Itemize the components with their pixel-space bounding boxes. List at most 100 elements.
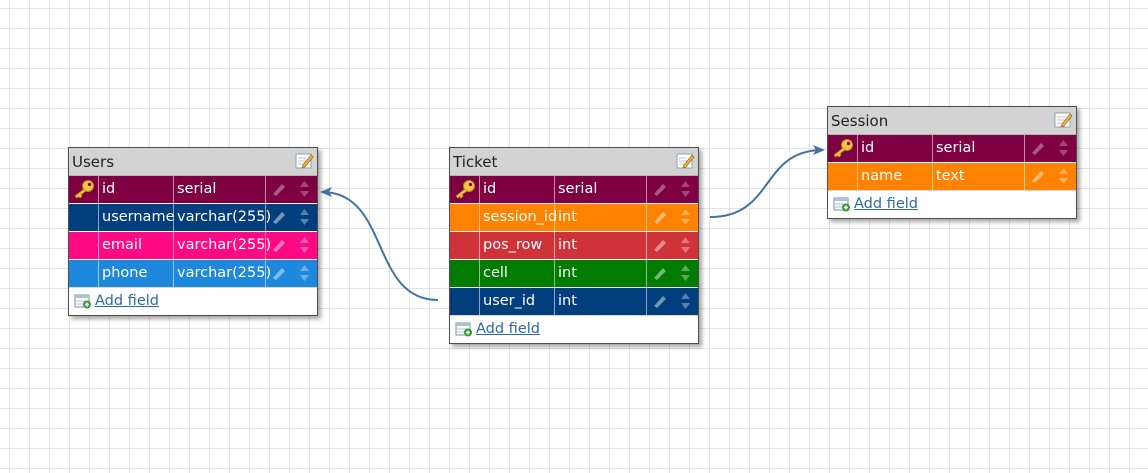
field-type[interactable]: serial — [555, 176, 647, 203]
pencil-icon — [1032, 171, 1044, 183]
pencil-icon — [273, 240, 285, 252]
add-field-link[interactable]: Add field — [95, 293, 159, 309]
relation-ticket-session_id-to-session-id[interactable] — [709, 145, 825, 218]
pencil-icon — [273, 184, 285, 196]
field-row[interactable]: pos_row int — [450, 231, 698, 259]
field-name[interactable]: session_id — [480, 204, 557, 231]
field-type[interactable]: int — [555, 260, 647, 287]
edit-field-button[interactable] — [266, 204, 293, 231]
edit-field-button[interactable] — [266, 176, 293, 203]
move-up-down-icon — [681, 181, 690, 197]
field-type[interactable]: int — [555, 288, 647, 315]
table-footer: Add field — [450, 315, 698, 343]
field-row[interactable]: email varchar(255) — [69, 231, 317, 259]
field-name[interactable]: pos_row — [480, 232, 555, 259]
edit-field-button[interactable] — [266, 260, 293, 287]
edit-field-button[interactable] — [1025, 135, 1052, 162]
pencil-icon — [1032, 143, 1044, 155]
edit-field-button[interactable] — [647, 204, 674, 231]
pencil-icon — [273, 212, 285, 224]
edit-field-button[interactable] — [1025, 163, 1052, 190]
pk-cell — [450, 288, 480, 315]
move-up-down-icon — [300, 265, 309, 281]
field-name[interactable]: id — [480, 176, 555, 203]
pk-cell — [450, 232, 480, 259]
pk-cell — [69, 204, 99, 231]
field-type[interactable]: varchar(255) — [174, 260, 271, 287]
table-ticket[interactable]: Ticket id serial — [449, 147, 699, 344]
field-type[interactable]: serial — [174, 176, 266, 203]
field-type[interactable]: int — [555, 204, 647, 231]
field-type[interactable]: varchar(255) — [174, 204, 271, 231]
pk-cell — [450, 176, 480, 203]
field-type[interactable]: serial — [933, 135, 1025, 162]
table-title: Ticket — [453, 153, 498, 171]
edit-field-button[interactable] — [647, 260, 674, 287]
move-field-control[interactable] — [293, 204, 317, 231]
table-session[interactable]: Session id serial — [827, 106, 1077, 219]
add-field-icon[interactable] — [74, 294, 92, 309]
move-field-control[interactable] — [293, 260, 317, 287]
field-name[interactable]: cell — [480, 260, 555, 287]
edit-table-icon[interactable] — [676, 152, 695, 170]
pk-cell — [69, 260, 99, 287]
relation-ticket-user_id-to-users-id[interactable] — [320, 187, 439, 301]
move-field-control[interactable] — [1052, 163, 1076, 190]
table-users[interactable]: Users id serial — [68, 147, 318, 316]
field-name[interactable]: id — [99, 176, 174, 203]
add-field-icon[interactable] — [833, 197, 851, 212]
move-field-control[interactable] — [674, 204, 698, 231]
add-field-icon[interactable] — [455, 322, 473, 337]
field-row[interactable]: id serial — [450, 176, 698, 203]
field-name[interactable]: id — [858, 135, 933, 162]
edit-table-icon[interactable] — [295, 152, 314, 170]
move-up-down-icon — [681, 265, 690, 281]
add-field-link[interactable]: Add field — [476, 321, 540, 337]
field-name[interactable]: email — [99, 232, 174, 259]
add-field-link[interactable]: Add field — [854, 196, 918, 212]
field-type[interactable]: text — [933, 163, 1025, 190]
pencil-icon — [654, 240, 666, 252]
field-name[interactable]: phone — [99, 260, 174, 287]
pencil-icon — [273, 268, 285, 280]
table-header[interactable]: Ticket — [450, 148, 698, 176]
move-up-down-icon — [300, 237, 309, 253]
move-field-control[interactable] — [1052, 135, 1076, 162]
field-row[interactable]: cell int — [450, 259, 698, 287]
table-footer: Add field — [828, 190, 1076, 218]
move-field-control[interactable] — [293, 176, 317, 203]
move-up-down-icon — [681, 209, 690, 225]
move-field-control[interactable] — [674, 232, 698, 259]
field-row[interactable]: username varchar(255) — [69, 203, 317, 231]
field-row[interactable]: user_id int — [450, 287, 698, 315]
field-row[interactable]: id serial — [828, 135, 1076, 162]
field-name[interactable]: username — [99, 204, 175, 231]
move-field-control[interactable] — [674, 176, 698, 203]
move-field-control[interactable] — [674, 288, 698, 315]
move-field-control[interactable] — [293, 232, 317, 259]
table-header[interactable]: Session — [828, 107, 1076, 135]
pk-cell — [69, 232, 99, 259]
edit-field-button[interactable] — [647, 232, 674, 259]
table-title: Session — [831, 112, 889, 130]
move-up-down-icon — [300, 209, 309, 225]
edit-field-button[interactable] — [647, 288, 674, 315]
pk-cell — [450, 204, 480, 231]
edit-table-icon[interactable] — [1054, 111, 1073, 129]
field-type[interactable]: varchar(255) — [174, 232, 271, 259]
key-icon — [455, 180, 475, 199]
move-field-control[interactable] — [674, 260, 698, 287]
field-row[interactable]: phone varchar(255) — [69, 259, 317, 287]
field-name[interactable]: name — [858, 163, 933, 190]
edit-field-button[interactable] — [266, 232, 293, 259]
field-row[interactable]: name text — [828, 162, 1076, 190]
edit-field-button[interactable] — [647, 176, 674, 203]
move-up-down-icon — [681, 293, 690, 309]
move-up-down-icon — [300, 181, 309, 197]
field-name[interactable]: user_id — [480, 288, 555, 315]
field-row[interactable]: id serial — [69, 176, 317, 203]
pk-cell — [69, 176, 99, 203]
table-header[interactable]: Users — [69, 148, 317, 176]
field-row[interactable]: session_id int — [450, 203, 698, 231]
field-type[interactable]: int — [555, 232, 647, 259]
